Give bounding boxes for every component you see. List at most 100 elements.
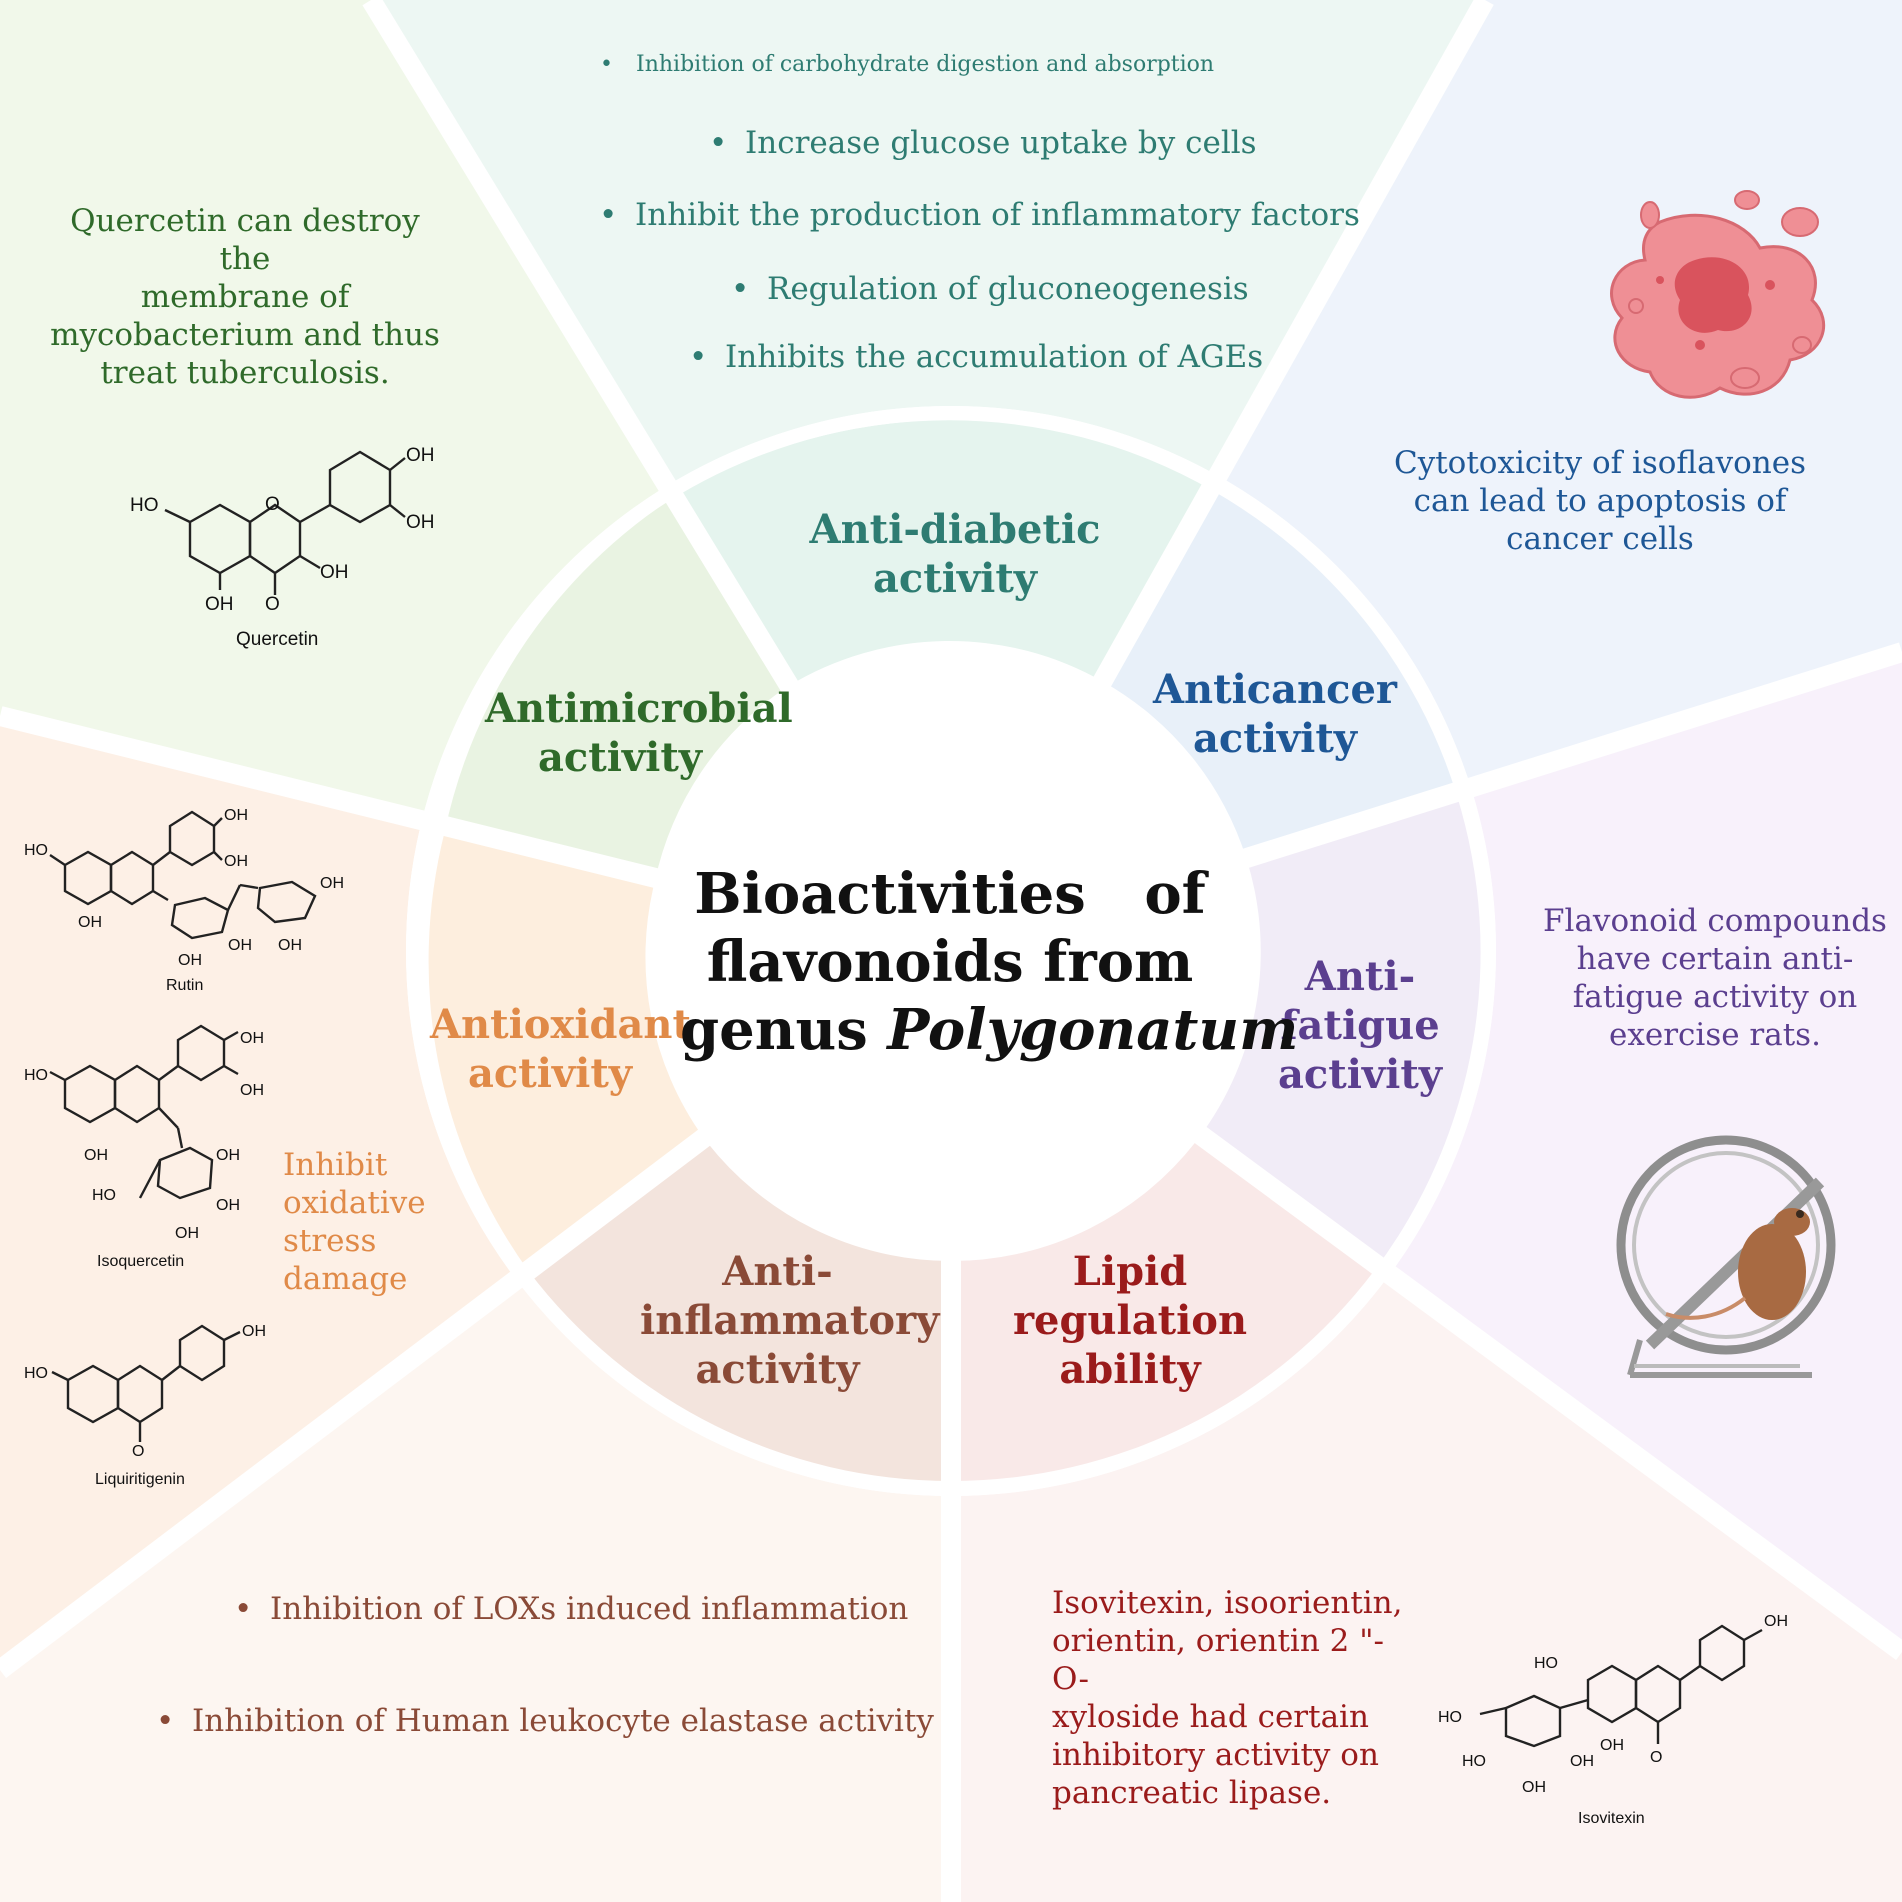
lipid-description-line3: xyloside had certain	[1052, 1699, 1369, 1735]
antidiabetic-bullet-list-small: Inhibition of carbohydrate digestion and…	[600, 52, 1214, 77]
antifatigue-description-line2: have certain anti-	[1576, 941, 1854, 977]
isoquercetin-structure: HO OH OH OH OH OH OH HO Isoquercetin	[24, 1024, 264, 1270]
segment-label-anticancer-line1: Anticancer	[1152, 666, 1398, 713]
outer-ring-border	[406, 406, 1496, 1496]
rutin-oh-label-1: OH	[224, 807, 248, 824]
anticancer-description-line3: cancer cells	[1506, 521, 1694, 557]
antidiabetic-bullet-item: Inhibition of carbohydrate digestion and…	[600, 52, 1214, 77]
antidiabetic-bullet-item: Regulation of gluconeogenesis	[731, 270, 1492, 308]
liquiritigenin-name: Liquiritigenin	[95, 1471, 185, 1488]
antiinflammatory-bullet-item: Inhibition of Human leukocyte elastase a…	[156, 1702, 934, 1740]
segment-label-antifatigue-line2: fatigue	[1280, 1002, 1440, 1049]
cancer-cell-icon	[1610, 190, 1825, 399]
quercetin-ho-label: HO	[130, 495, 159, 516]
quercetin-oh-label-4: OH	[205, 594, 234, 615]
isoquercetin-oh-label-5: OH	[216, 1197, 240, 1214]
segment-label-lipid-line1: Lipid	[1072, 1248, 1188, 1295]
segment-label-antiinflammatory-line2: inflammatory	[640, 1297, 940, 1344]
liquiritigenin-keto-label: O	[132, 1443, 144, 1460]
antioxidant-description-line2: oxidative	[283, 1185, 426, 1221]
lipid-description-line1: Isovitexin, isoorientin,	[1052, 1585, 1403, 1621]
isovitexin-ho-label-1: HO	[1534, 1655, 1558, 1672]
center-title-genus-name: Polygonatum	[887, 997, 1299, 1063]
antidiabetic-bullet-item: Inhibit the production of inflammatory f…	[599, 196, 1360, 234]
segment-label-antidiabetic: Anti-diabetic activity	[800, 505, 1110, 603]
center-title-line1: Bioactivities of	[694, 861, 1206, 927]
ring-segment-antifatigue	[1198, 794, 1481, 1271]
quercetin-name: Quercetin	[236, 629, 318, 650]
ring-segment-antioxidant	[428, 832, 704, 1271]
isoquercetin-oh-label-6: OH	[175, 1225, 199, 1242]
segment-label-antiinflammatory: Anti- inflammatory activity	[640, 1247, 940, 1394]
center-title: Bioactivities of flavonoids from genus P…	[680, 860, 1298, 1064]
rutin-oh-label-7: OH	[278, 937, 302, 954]
lipid-description-line5: pancreatic lipase.	[1052, 1775, 1332, 1811]
segment-label-antifatigue-line1: Anti-	[1304, 953, 1416, 1000]
segment-label-antifatigue-line3: activity	[1277, 1051, 1443, 1098]
isovitexin-keto-label: O	[1650, 1749, 1662, 1766]
isovitexin-ho-label-2: HO	[1438, 1709, 1462, 1726]
segment-label-antimicrobial: Antimicrobial activity	[485, 684, 793, 782]
segment-label-antiinflammatory-line1: Anti-	[722, 1248, 833, 1295]
antidiabetic-bullet-list: Increase glucose uptake by cells Inhibit…	[599, 124, 1470, 376]
isovitexin-oh-label-1: OH	[1764, 1613, 1788, 1630]
segment-label-lipid-line3: ability	[1059, 1346, 1201, 1393]
exercise-wheel-icon	[1616, 1135, 1836, 1378]
lipid-description-line2: orientin, orientin 2 "-O-	[1052, 1623, 1384, 1697]
rutin-name: Rutin	[166, 977, 203, 994]
segment-label-antifatigue: Anti- fatigue activity	[1250, 952, 1470, 1099]
antimicrobial-description: Quercetin can destroy the membrane of my…	[50, 202, 440, 392]
antimicrobial-description-line4: treat tuberculosis.	[100, 355, 390, 391]
segment-label-antidiabetic-line2: activity	[872, 555, 1038, 602]
quercetin-oh-label-3: OH	[320, 562, 349, 583]
segment-label-antiinflammatory-line3: activity	[695, 1346, 860, 1393]
anticancer-description-line1: Cytotoxicity of isoflavones	[1393, 445, 1806, 481]
ring-segment-lipid	[951, 1138, 1375, 1482]
antioxidant-description-line4: damage	[283, 1261, 408, 1297]
rutin-oh-label-4: OH	[320, 875, 344, 892]
segment-label-antimicrobial-line2: activity	[537, 734, 703, 781]
antifatigue-description-line3: fatigue activity on	[1572, 979, 1858, 1015]
segment-label-antidiabetic-line1: Anti-diabetic	[809, 506, 1101, 553]
quercetin-oh-label-1: OH	[406, 445, 435, 466]
isoquercetin-oh-label-2: OH	[240, 1082, 264, 1099]
ring-segment-antiinflammatory	[528, 1137, 951, 1481]
segment-label-lipid: Lipid regulation ability	[1010, 1247, 1250, 1394]
rutin-oh-label-6: OH	[228, 937, 252, 954]
segment-label-antioxidant-line2: activity	[467, 1050, 633, 1097]
liquiritigenin-structure: HO OH O Liquiritigenin	[24, 1323, 266, 1488]
rutin-structure: HO OH OH OH OH OH OH OH Rutin	[24, 807, 344, 994]
antimicrobial-description-line1: Quercetin can destroy the	[70, 203, 420, 277]
segment-label-antioxidant: Antioxidant activity	[430, 1000, 691, 1098]
rutin-oh-label-3: OH	[78, 914, 102, 931]
isovitexin-structure: HO OH HO HO OH OH OH O Isovitexin	[1438, 1613, 1788, 1827]
antidiabetic-bullet-item: Inhibits the accumulation of AGEs	[689, 338, 1450, 376]
center-title-line2: flavonoids from	[706, 929, 1194, 995]
center-circle	[656, 656, 1246, 1246]
ring-segment-anticancer	[1103, 490, 1457, 860]
antimicrobial-description-line3: mycobacterium and thus	[50, 317, 440, 353]
segment-label-antimicrobial-line1: Antimicrobial	[485, 685, 793, 732]
segment-label-anticancer: Anticancer activity	[1150, 665, 1400, 763]
liquiritigenin-oh-label: OH	[242, 1323, 266, 1340]
anticancer-description: Cytotoxicity of isoflavones can lead to …	[1385, 444, 1815, 558]
center-title-line3: genus Polygonatum	[680, 996, 1298, 1064]
antioxidant-description: Inhibit oxidative stress damage	[283, 1146, 426, 1298]
isovitexin-ho-label-3: HO	[1462, 1753, 1486, 1770]
isovitexin-oh-label-2: OH	[1570, 1753, 1594, 1770]
antioxidant-description-line1: Inhibit	[283, 1147, 388, 1183]
isoquercetin-oh-label-3: OH	[84, 1147, 108, 1164]
isovitexin-oh-label-3: OH	[1600, 1737, 1624, 1754]
center-title-genus: genus	[680, 997, 888, 1063]
segment-label-antioxidant-line1: Antioxidant	[430, 1001, 691, 1048]
ring-segment-antidiabetic	[672, 420, 1213, 687]
segment-label-anticancer-line2: activity	[1192, 715, 1358, 762]
isovitexin-name: Isovitexin	[1578, 1810, 1645, 1827]
quercetin-keto-label: O	[265, 594, 280, 615]
antiinflammatory-bullet-list: Inhibition of LOXs induced inflammation …	[156, 1590, 1012, 1740]
liquiritigenin-ho-label: HO	[24, 1365, 48, 1382]
lipid-description-line4: inhibitory activity on	[1052, 1737, 1379, 1773]
isoquercetin-oh-label-4: OH	[216, 1147, 240, 1164]
quercetin-structure: HO O OH OH OH OH O Quercetin	[130, 445, 435, 650]
